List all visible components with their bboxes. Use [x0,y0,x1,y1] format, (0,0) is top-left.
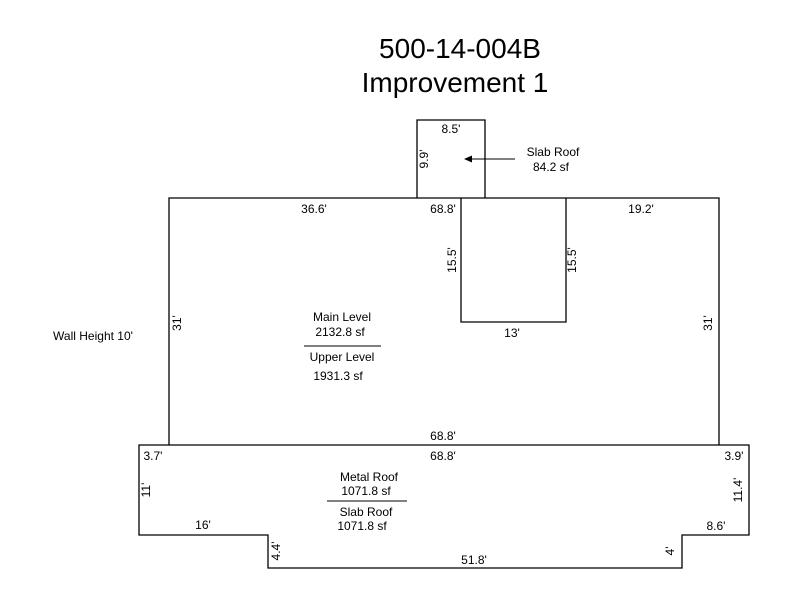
dim-notch-right: 15.5' [565,247,579,273]
dim-lower-step-right: 8.6' [707,519,726,533]
dim-lower-jog-right: 4' [663,547,677,556]
dim-main-right: 31' [701,315,715,331]
dim-main-top-middle: 68.8' [430,202,456,216]
parcel-id: 500-14-004B [379,33,541,64]
metal-roof-area: 1071.8 sf [341,484,391,498]
slab-roof-bottom-area: 1071.8 sf [337,519,387,533]
slab-roof-bottom-label: Slab Roof [340,505,393,519]
dim-lower-bottom: 51.8' [461,553,487,567]
upper-level-area: 1931.3 sf [313,369,363,383]
dim-notch-left: 15.5' [445,247,459,273]
main-level-area: 2132.8 sf [315,325,365,339]
dim-top-box-height: 9.9' [417,150,431,169]
dim-top-box-width: 8.5' [442,122,461,136]
dim-lower-jog-left: 4.4' [269,542,283,561]
wall-height-note: Wall Height 10' [53,329,133,343]
dim-lower-top-left: 3.7' [144,449,163,463]
slab-roof-top-area: 84.2 sf [533,160,570,174]
slab-roof-top-label: Slab Roof [527,145,580,159]
dim-main-bottom: 68.8' [430,429,456,443]
arrow-icon [464,155,515,163]
dim-main-left: 31' [170,315,184,331]
improvement-title: Improvement 1 [362,67,549,98]
dim-lower-right: 11.4' [731,478,745,503]
dim-lower-top: 68.8' [430,449,456,463]
main-level-label: Main Level [313,310,371,324]
dim-main-top-right: 19.2' [628,202,654,216]
dim-lower-left: 11' [139,483,153,498]
metal-roof-label: Metal Roof [340,470,399,484]
upper-level-label: Upper Level [310,350,375,364]
dim-notch-bottom: 13' [504,326,520,340]
dim-lower-top-right: 3.9' [725,449,744,463]
dim-main-top-left: 36.6' [301,202,327,216]
main-level-outline [168,197,720,445]
lower-roof-outline [138,444,750,569]
notch-outline [460,198,567,323]
dim-lower-step-left: 16' [195,518,211,532]
